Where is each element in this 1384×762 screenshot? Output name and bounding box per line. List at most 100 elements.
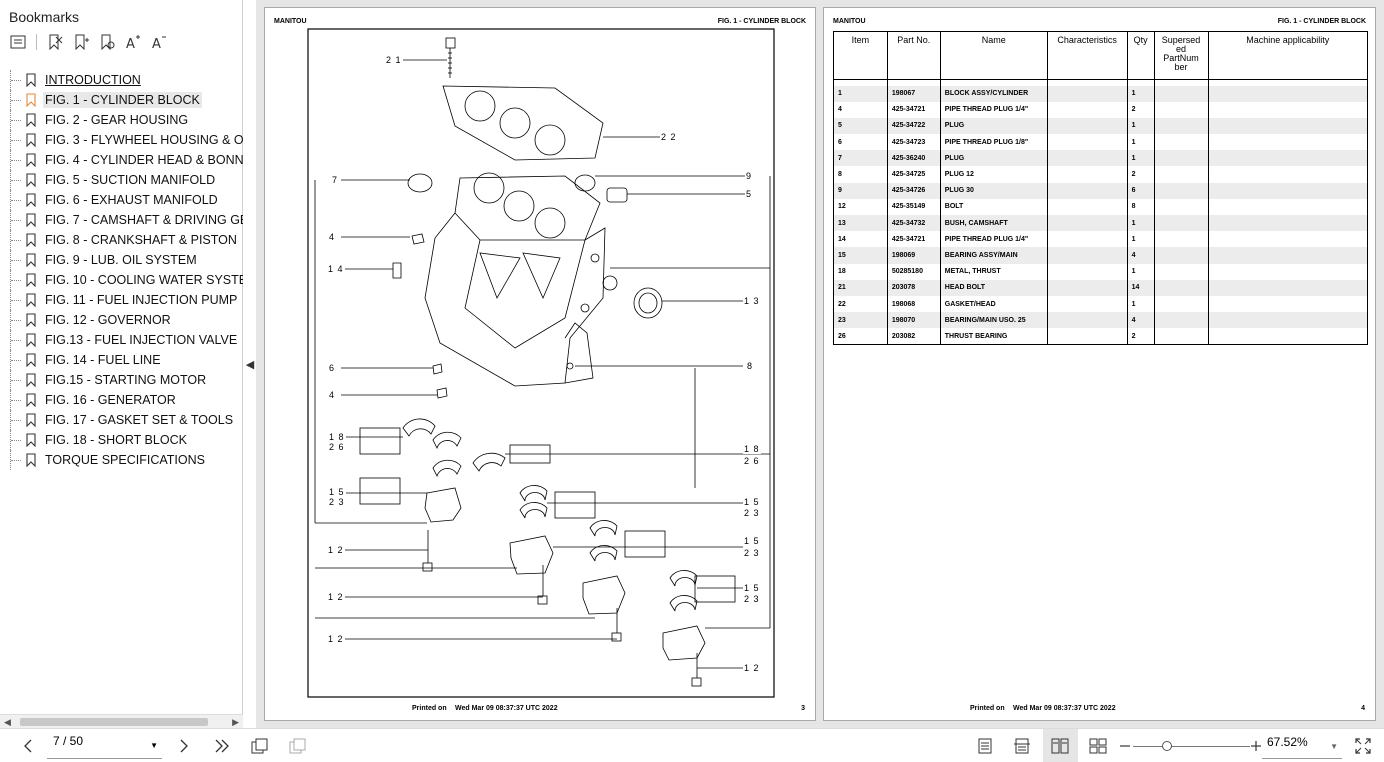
table-cell — [1126, 79, 1155, 86]
bookmark-item[interactable]: FIG. 1 - CYLINDER BLOCK — [10, 90, 243, 110]
bookmark-item[interactable]: INTRODUCTION — [10, 70, 243, 90]
bookmark-item[interactable]: FIG.13 - FUEL INJECTION VALVE — [10, 330, 243, 350]
page-number-input[interactable]: 7 / 50 ▼ — [47, 731, 162, 759]
table-cell — [1153, 79, 1208, 86]
bookmark-item[interactable]: FIG. 11 - FUEL INJECTION PUMP — [10, 290, 243, 310]
bookmark-item[interactable]: FIG. 5 - SUCTION MANIFOLD — [10, 170, 243, 190]
options-icon[interactable] — [8, 32, 28, 52]
bookmark-icon — [24, 412, 38, 428]
table-cell — [1153, 117, 1208, 135]
page-indicator: 7 / 50 — [53, 734, 84, 748]
prev-page-icon[interactable] — [17, 736, 39, 756]
zoom-slider-thumb[interactable] — [1161, 741, 1172, 751]
callout-number: 2 1 — [385, 55, 403, 65]
bookmark-icon — [24, 72, 38, 88]
bookmark-item[interactable]: FIG. 16 - GENERATOR — [10, 390, 243, 410]
cylinder-block-exploded-diagram — [307, 28, 775, 698]
callout-number: 1 3 — [743, 296, 761, 306]
table-cell — [1207, 198, 1368, 215]
table-cell: 12 — [833, 198, 888, 215]
tree-connector — [10, 290, 24, 310]
single-page-icon[interactable] — [974, 736, 996, 756]
bookmark-icon — [24, 112, 38, 128]
font-smaller-icon[interactable]: A — [149, 32, 169, 52]
callout-number: 2 3 — [743, 548, 761, 558]
fullscreen-icon[interactable] — [1352, 736, 1374, 756]
last-page-icon[interactable] — [211, 736, 233, 756]
table-cell — [1153, 312, 1208, 329]
table-cell — [1046, 247, 1128, 264]
rotate-icon[interactable] — [249, 736, 271, 756]
scrollbar-thumb[interactable] — [20, 718, 208, 726]
bookmark-item[interactable]: FIG. 14 - FUEL LINE — [10, 350, 243, 370]
chevron-down-icon[interactable]: ▼ — [1330, 742, 1338, 751]
column-header-label: Machine applicability — [1246, 35, 1330, 45]
zoom-level-dropdown[interactable]: 67.52% ▼ — [1262, 731, 1342, 759]
callout-number: 5 — [745, 189, 754, 199]
continuous-icon[interactable] — [1011, 736, 1033, 756]
table-cell — [1046, 101, 1128, 118]
table-cell — [1046, 150, 1128, 167]
bookmark-item[interactable]: FIG. 7 - CAMSHAFT & DRIVING GEAR — [10, 210, 243, 230]
bookmark-properties-icon[interactable] — [97, 32, 117, 52]
table-cell — [1046, 134, 1128, 151]
table-cell — [1153, 150, 1208, 167]
collapse-sidebar-icon[interactable]: ◀ — [245, 358, 255, 371]
bookmark-label: FIG. 14 - FUEL LINE — [45, 353, 161, 367]
add-bookmark-icon[interactable] — [71, 32, 91, 52]
table-cell — [833, 79, 888, 86]
bookmarks-horizontal-scrollbar[interactable]: ◀ ▶ — [0, 714, 243, 728]
tree-connector — [10, 170, 24, 190]
next-page-icon[interactable] — [173, 736, 195, 756]
bookmark-item[interactable]: FIG. 12 - GOVERNOR — [10, 310, 243, 330]
bookmark-icon — [24, 272, 38, 288]
zoom-slider[interactable] — [1133, 746, 1250, 747]
table-cell: 50285180 — [886, 263, 941, 280]
table-cell — [1046, 117, 1128, 135]
zoom-out-icon[interactable] — [1114, 736, 1136, 756]
bookmark-icon — [24, 452, 38, 468]
bookmark-item[interactable]: FIG. 18 - SHORT BLOCK — [10, 430, 243, 450]
chevron-down-icon[interactable]: ▼ — [150, 741, 158, 750]
bookmark-item[interactable]: FIG. 3 - FLYWHEEL HOUSING & OIL SU — [10, 130, 243, 150]
scroll-left-icon[interactable]: ◀ — [4, 717, 11, 727]
font-larger-icon[interactable]: A — [123, 32, 143, 52]
callout-number: 2 3 — [328, 497, 346, 507]
table-cell: 198070 — [886, 312, 941, 329]
bookmark-item[interactable]: FIG. 8 - CRANKSHAFT & PISTON — [10, 230, 243, 250]
scroll-right-icon[interactable]: ▶ — [232, 717, 239, 727]
zoom-in-icon[interactable] — [1245, 736, 1267, 756]
table-cell — [1207, 328, 1368, 346]
table-cell: 4 — [833, 101, 888, 118]
table-cell — [1046, 215, 1128, 232]
table-cell — [1207, 247, 1368, 264]
table-cell: BUSH, CAMSHAFT — [939, 215, 1048, 232]
table-cell: 425-36240 — [886, 150, 941, 167]
bookmark-icon — [24, 312, 38, 328]
tree-connector — [10, 350, 24, 370]
callout-number: 1 5 — [743, 583, 761, 593]
table-cell — [1153, 279, 1208, 296]
two-page-continuous-icon[interactable] — [1087, 736, 1109, 756]
bookmark-item[interactable]: FIG. 10 - COOLING WATER SYSTEM — [10, 270, 243, 290]
table-cell: 425-34723 — [886, 134, 941, 151]
document-view[interactable]: MANITOU FIG. 1 - CYLINDER BLOCK — [256, 0, 1384, 728]
bookmark-label: FIG. 12 - GOVERNOR — [45, 313, 171, 327]
bookmark-item[interactable]: FIG. 17 - GASKET SET & TOOLS — [10, 410, 243, 430]
table-cell — [1153, 247, 1208, 264]
callout-number: 1 2 — [327, 634, 345, 644]
bookmark-item[interactable]: FIG. 2 - GEAR HOUSING — [10, 110, 243, 130]
delete-bookmark-icon[interactable] — [45, 32, 65, 52]
two-page-icon[interactable] — [1049, 736, 1071, 756]
bookmark-item[interactable]: FIG. 9 - LUB. OIL SYSTEM — [10, 250, 243, 270]
table-spacer-row — [833, 79, 1368, 86]
bookmark-label: FIG. 2 - GEAR HOUSING — [45, 113, 189, 127]
bookmark-item[interactable]: FIG.15 - STARTING MOTOR — [10, 370, 243, 390]
copy-icon[interactable] — [287, 736, 309, 756]
bookmark-item[interactable]: FIG. 6 - EXHAUST MANIFOLD — [10, 190, 243, 210]
bookmark-item[interactable]: TORQUE SPECIFICATIONS — [10, 450, 243, 470]
bookmark-item[interactable]: FIG. 4 - CYLINDER HEAD & BONNET — [10, 150, 243, 170]
